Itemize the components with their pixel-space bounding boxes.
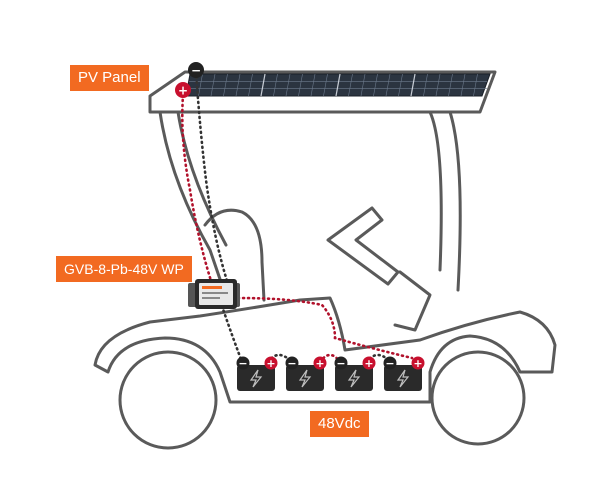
battery-negative-terminal	[334, 356, 348, 370]
controller-text-line-1	[202, 292, 228, 294]
battery-icon: −+	[383, 356, 425, 391]
pv-panel-label: PV Panel	[70, 65, 149, 91]
solar-cell-divider	[448, 73, 453, 97]
solar-cell-divider	[473, 73, 478, 97]
panel-negative-terminal	[188, 62, 204, 78]
cart-roof	[148, 70, 497, 114]
controller-label: GVB-8-Pb-48V WP	[56, 256, 192, 282]
solar-cell-divider	[248, 73, 253, 97]
panel-positive-terminal	[175, 82, 191, 98]
solar-cell-divider	[298, 73, 303, 97]
solar-cell-divider	[348, 73, 353, 97]
battery-body	[335, 365, 373, 391]
solar-module-divider	[335, 73, 341, 97]
cart-seat	[203, 208, 266, 302]
battery-negative-sign: −	[385, 357, 394, 370]
solar-cell-divider	[198, 73, 203, 97]
controller-text-line-2	[202, 297, 220, 299]
panel-terminals: − +	[175, 62, 204, 98]
solar-module-divider	[260, 73, 266, 97]
battery-body	[384, 365, 422, 391]
cart-front-pillar	[158, 110, 224, 287]
cart-rear-pillar-inner	[448, 110, 462, 292]
solar-cell-divider	[210, 73, 216, 97]
solar-cell-divider	[223, 73, 228, 97]
battery-positive-sign: +	[413, 357, 422, 370]
solar-cell-divider	[373, 73, 378, 97]
battery-positive-terminal	[313, 356, 327, 370]
golf-cart-outline	[93, 70, 557, 450]
negative-wire-battery	[220, 304, 244, 364]
panel-positive-sign: +	[178, 84, 188, 98]
battery-negative-sign: −	[238, 357, 247, 370]
positive-wire-panel	[181, 93, 214, 286]
solar-cell-divider	[323, 73, 328, 97]
battery-negative-terminal	[285, 356, 299, 370]
charge-controller-icon	[188, 279, 240, 309]
front-wheel	[118, 350, 218, 450]
battery-positive-terminal	[411, 356, 425, 370]
steering-wheel	[326, 206, 400, 286]
cart-body	[93, 296, 557, 404]
battery-negative-sign: −	[287, 357, 296, 370]
battery-positive-terminal	[362, 356, 376, 370]
controller-status-bar	[202, 286, 222, 289]
rear-wheel	[430, 350, 526, 446]
lightning-bolt-icon	[298, 369, 312, 388]
solar-panel-icon	[185, 73, 491, 97]
voltage-label: 48Vdc	[310, 411, 369, 437]
battery-positive-terminal	[264, 356, 278, 370]
negative-wire-panel	[194, 70, 230, 286]
solar-cell-divider	[285, 73, 291, 97]
battery-bank: −+−+−+−+	[236, 356, 425, 391]
panel-negative-sign: −	[191, 64, 201, 78]
battery-negative-terminal	[236, 356, 250, 370]
solar-cell-divider	[460, 73, 466, 97]
positive-wire-battery	[236, 296, 414, 360]
solar-cell-divider	[360, 73, 366, 97]
solar-cell-divider	[398, 73, 403, 97]
solar-module-divider	[410, 73, 416, 97]
battery-icon: −+	[236, 356, 278, 391]
battery-negative-sign: −	[336, 357, 345, 370]
battery-positive-sign: +	[315, 357, 324, 370]
lightning-bolt-icon	[249, 369, 263, 388]
solar-cell-divider	[310, 73, 316, 97]
solar-cell-divider	[435, 73, 441, 97]
cart-dash	[393, 270, 432, 332]
battery-positive-sign: +	[266, 357, 275, 370]
battery-body	[286, 365, 324, 391]
solar-cell-divider	[423, 73, 428, 97]
cart-rear-pillar	[428, 110, 443, 272]
battery-icon: −+	[334, 356, 376, 391]
solar-cell-divider	[235, 73, 241, 97]
cart-front-pillar-inner	[176, 110, 228, 247]
solar-cell-divider	[385, 73, 391, 97]
wiring	[181, 70, 414, 364]
lightning-bolt-icon	[347, 369, 361, 388]
battery-body	[237, 365, 275, 391]
battery-negative-terminal	[383, 356, 397, 370]
battery-icon: −+	[285, 356, 327, 391]
lightning-bolt-icon	[396, 369, 410, 388]
battery-positive-sign: +	[364, 357, 373, 370]
solar-cell-divider	[273, 73, 278, 97]
